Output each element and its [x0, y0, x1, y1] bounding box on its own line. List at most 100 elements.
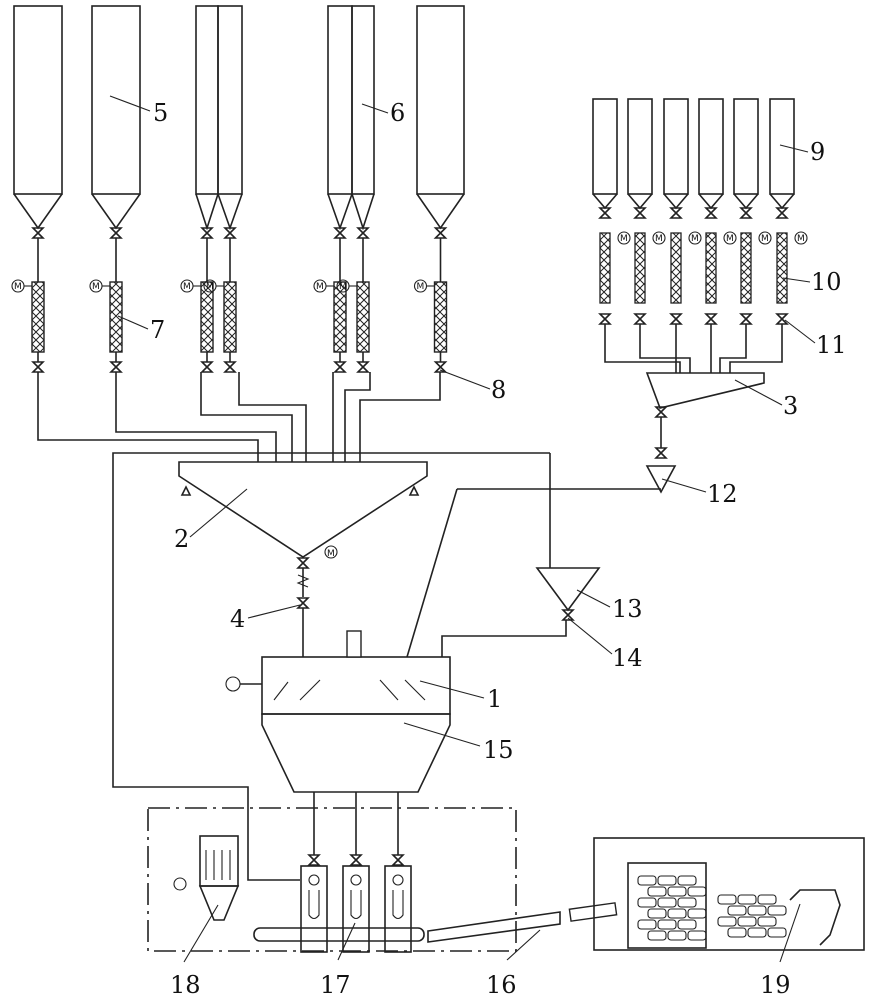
motor-icon [617, 231, 631, 245]
bag [657, 919, 677, 930]
packing-machine [300, 854, 328, 953]
packing-machine [342, 854, 370, 953]
screw-feeder [200, 281, 214, 353]
bag [727, 927, 747, 938]
screw-feeder [776, 232, 788, 304]
svg-text:M: M [761, 234, 769, 244]
bag [727, 905, 747, 916]
small-silo: M [698, 98, 737, 355]
large-silo: M [413, 5, 465, 373]
bag [647, 886, 667, 897]
small-silo: M [769, 98, 808, 355]
palletizing-room [593, 837, 865, 951]
bag [637, 919, 657, 930]
bag [737, 894, 757, 905]
bag [657, 875, 677, 886]
bag [677, 875, 697, 886]
mixer [225, 488, 567, 793]
large-silo: M [336, 5, 375, 373]
large-silo: M [89, 5, 141, 373]
bag [647, 930, 667, 941]
screw-feeder [356, 281, 370, 353]
bag [637, 875, 657, 886]
svg-text:M: M [726, 234, 734, 244]
bag [747, 927, 767, 938]
screw-feeder [670, 232, 682, 304]
label-7: 7 [150, 316, 165, 344]
svg-text:M: M [183, 282, 191, 292]
bin-outlets [313, 792, 399, 855]
label-2: 2 [174, 525, 189, 553]
motor-icon [688, 231, 702, 245]
screw-feeder [333, 281, 347, 353]
bag [687, 930, 707, 941]
screw-feeder [740, 232, 752, 304]
svg-text:M: M [206, 282, 214, 292]
svg-text:M: M [691, 234, 699, 244]
svg-text:M: M [316, 282, 324, 292]
screw-feeder [433, 281, 448, 353]
bag [717, 894, 737, 905]
label-14: 14 [612, 644, 643, 672]
bag [757, 894, 777, 905]
label-5: 5 [153, 99, 168, 127]
screw-feeder [31, 281, 45, 353]
label-13: 13 [612, 595, 643, 623]
main-hopper: M [178, 461, 428, 559]
label-18: 18 [170, 971, 201, 999]
label-19: 19 [760, 971, 791, 999]
screw-feeder [634, 232, 646, 304]
bag [667, 908, 687, 919]
motor-icon [794, 231, 808, 245]
motor-icon [723, 231, 737, 245]
svg-text:M: M [14, 282, 22, 292]
leader-lines [109, 95, 816, 963]
svg-text:M: M [327, 549, 335, 559]
small-silo: M [663, 98, 702, 355]
svg-text:M: M [797, 234, 805, 244]
bag [677, 897, 697, 908]
bag [747, 905, 767, 916]
small-silo: M [627, 98, 666, 355]
label-3: 3 [783, 392, 798, 420]
hopper-outlet-valves [296, 557, 310, 657]
dust-collector [173, 835, 240, 921]
bag [717, 916, 737, 927]
large-silo: M [11, 5, 63, 373]
large-silo: M [180, 5, 219, 373]
bag [667, 886, 687, 897]
label-4: 4 [230, 605, 245, 633]
label-8: 8 [491, 376, 506, 404]
bag [657, 897, 677, 908]
bag [637, 897, 657, 908]
label-11: 11 [816, 331, 847, 359]
label-9: 9 [810, 138, 825, 166]
bag [677, 919, 697, 930]
small-silo: M [592, 98, 631, 355]
additive-hopper [457, 372, 765, 494]
packing-area-boundary [147, 807, 517, 952]
conveyor [253, 902, 618, 943]
bag [757, 916, 777, 927]
large-silo: M [203, 5, 243, 373]
label-15: 15 [483, 736, 514, 764]
motor-icon [758, 231, 772, 245]
svg-text:M: M [655, 234, 663, 244]
label-16: 16 [486, 971, 517, 999]
svg-text:M: M [92, 282, 100, 292]
bag [647, 908, 667, 919]
bag [737, 916, 757, 927]
screw-feeder [599, 232, 611, 304]
svg-text:M: M [339, 282, 347, 292]
recycle-hopper [535, 453, 601, 621]
label-17: 17 [320, 971, 351, 999]
label-12: 12 [707, 480, 738, 508]
bag [687, 908, 707, 919]
packing-machine [384, 854, 412, 953]
dust-return-line [112, 452, 550, 881]
callout-labels: 1 2 3 4 5 6 7 8 9 10 11 12 13 14 15 16 1… [150, 99, 847, 999]
label-10: 10 [811, 268, 842, 296]
